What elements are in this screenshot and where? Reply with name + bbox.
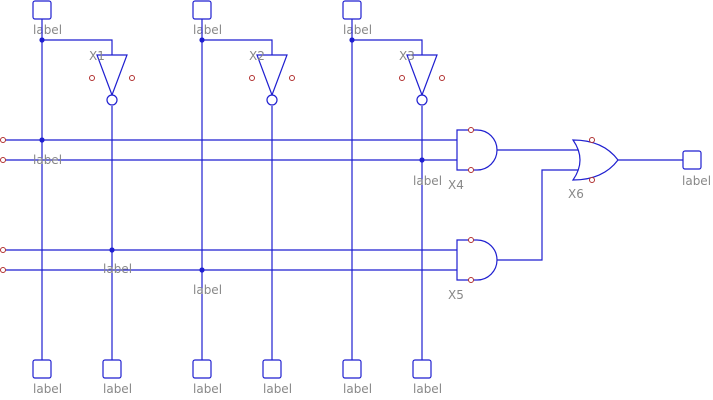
left-port-3[interactable] [0,247,6,253]
junction-bus1-a [39,137,45,143]
left-port-2[interactable] [0,157,6,163]
top-pin-2[interactable] [192,0,212,20]
net-label-2: label [413,174,442,188]
junction-bus4-c [199,267,205,273]
net-label-4: label [193,283,222,297]
bottom-pin-5-label: label [343,382,372,396]
top-pin-2-label: label [193,23,222,37]
output-pin[interactable] [682,150,702,170]
bottom-pin-3-label: label [193,382,222,396]
bottom-pin-6-label: label [413,382,442,396]
top-pin-1[interactable] [32,0,52,20]
or-gate-x6-name: X6 [568,187,584,201]
bottom-pin-6[interactable] [412,359,432,379]
inv2-feed [202,39,273,55]
junction-a-top [39,37,45,43]
or-gate-x6[interactable]: X6 [568,137,619,202]
inverter-x2-name: X2 [249,49,265,63]
junction-e-top [349,37,355,43]
and-gate-x4[interactable]: X4 [448,127,498,193]
bottom-pin-2[interactable] [102,359,122,379]
inverter-x1[interactable]: X1 [89,49,135,106]
inverter-x3-name: X3 [399,49,415,63]
top-pin-3-label: label [343,23,372,37]
inv3-feed [352,39,423,55]
top-pin-1-label: label [33,23,62,37]
net-label-3: label [103,262,132,276]
inverter-x1-name: X1 [89,49,105,63]
bottom-pin-5[interactable] [342,359,362,379]
junction-c-top [199,37,205,43]
bottom-pin-4-label: label [263,382,292,396]
and-gate-x4-name: X4 [448,178,464,192]
bottom-pin-2-label: label [103,382,132,396]
and-gate-x5[interactable]: X5 [448,237,498,303]
output-pin-label: label [682,174,711,188]
junction-bus2-f [419,157,425,163]
inverter-x3[interactable]: X3 [399,49,445,106]
inverter-x2[interactable]: X2 [249,49,295,106]
inv1-feed [42,39,113,55]
and-gate-x5-name: X5 [448,288,464,302]
junction-bus3-b [109,247,115,253]
top-pin-3[interactable] [342,0,362,20]
bottom-pin-1[interactable] [32,359,52,379]
left-port-1[interactable] [0,137,6,143]
bottom-pin-4[interactable] [262,359,282,379]
x5-to-x6-wire [497,169,580,261]
left-port-4[interactable] [0,267,6,273]
net-label-1: label [33,153,62,167]
bottom-pin-1-label: label [33,382,62,396]
bottom-pin-3[interactable] [192,359,212,379]
